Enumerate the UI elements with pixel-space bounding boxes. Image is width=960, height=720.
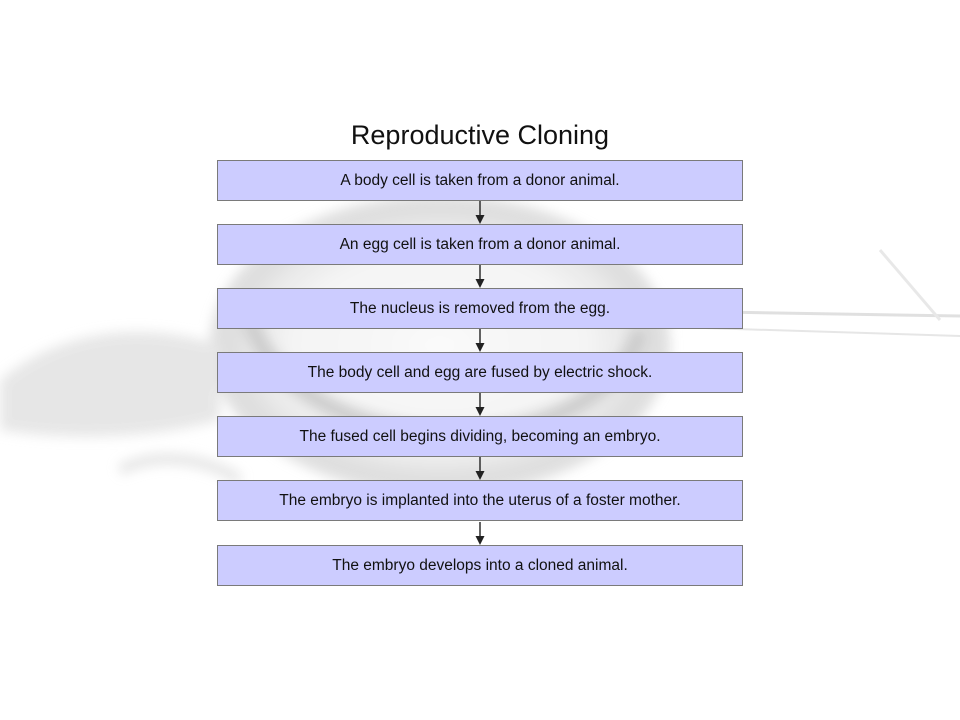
down-arrow-icon bbox=[475, 522, 485, 545]
down-arrow-icon bbox=[475, 329, 485, 352]
down-arrow-icon bbox=[475, 393, 485, 416]
step-1-box: A body cell is taken from a donor animal… bbox=[217, 160, 743, 201]
step-3-box: The nucleus is removed from the egg. bbox=[217, 288, 743, 329]
step-2-box: An egg cell is taken from a donor animal… bbox=[217, 224, 743, 265]
step-4-box: The body cell and egg are fused by elect… bbox=[217, 352, 743, 393]
step-7-box: The embryo develops into a cloned animal… bbox=[217, 545, 743, 586]
down-arrow-icon bbox=[475, 457, 485, 480]
diagram-title: Reproductive Cloning bbox=[350, 120, 610, 150]
down-arrow-icon bbox=[475, 265, 485, 288]
down-arrow-icon bbox=[475, 201, 485, 224]
step-6-box: The embryo is implanted into the uterus … bbox=[217, 480, 743, 521]
step-5-box: The fused cell begins dividing, becoming… bbox=[217, 416, 743, 457]
